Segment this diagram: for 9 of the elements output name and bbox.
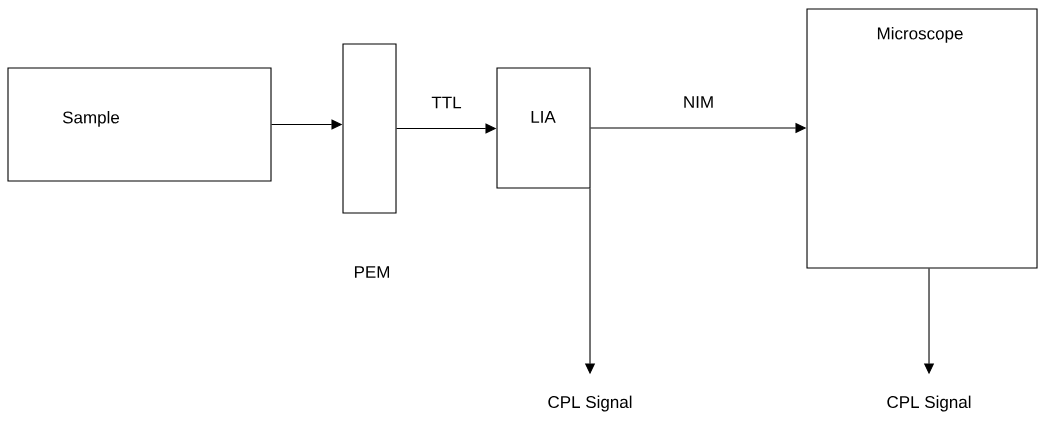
process-box: LIA [496,67,591,189]
component-label: PEM [355,266,390,278]
rectangle-box [342,43,397,214]
edge-label: NIM [684,96,713,108]
signal-label: CPL Signal [887,395,971,412]
process-box: Sample [7,67,272,182]
edge-label: TTL [431,96,462,109]
signal-label: CPL Signal [548,395,632,412]
process-box: Microscope [806,8,1038,269]
